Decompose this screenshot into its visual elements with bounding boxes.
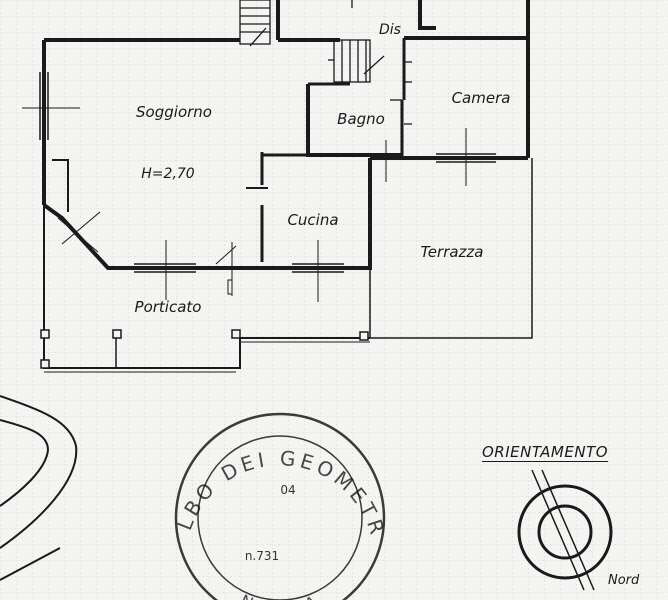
walls [42, 0, 533, 373]
stamp-number: n.731 [245, 549, 279, 563]
room-label-terrazza: Terrazza [420, 243, 484, 261]
road-curve [0, 395, 78, 581]
orientation-title: ORIENTAMENTO [482, 443, 609, 462]
stamp-bottom-text: NOVARA [238, 591, 323, 600]
room-label-bagno: Bagno [337, 110, 385, 128]
room-label-cucina: Cucina [287, 211, 339, 229]
terrazza-outline [369, 158, 533, 339]
wall-bay [42, 203, 136, 270]
north-label: Nord [608, 573, 640, 588]
height-note: H=2,70 [141, 166, 195, 182]
wall-upper-right [418, 0, 436, 30]
stairs [239, 0, 412, 125]
compass [517, 469, 613, 591]
stamp-top-text: ALBO DEI GEOMETRI [0, 0, 386, 541]
stamp-center-top: 04 [280, 483, 295, 497]
stamp [174, 412, 386, 600]
windows [22, 72, 496, 302]
room-label-porticato: Porticato [134, 298, 202, 316]
room-label-soggiorno: Soggiorno [136, 103, 212, 121]
pillars [40, 329, 369, 369]
porticato-outline [43, 205, 370, 369]
room-label-dis: Dis [379, 22, 401, 38]
doors [215, 242, 237, 296]
room-label-camera: Camera [451, 89, 511, 107]
bay-inner [52, 159, 69, 212]
